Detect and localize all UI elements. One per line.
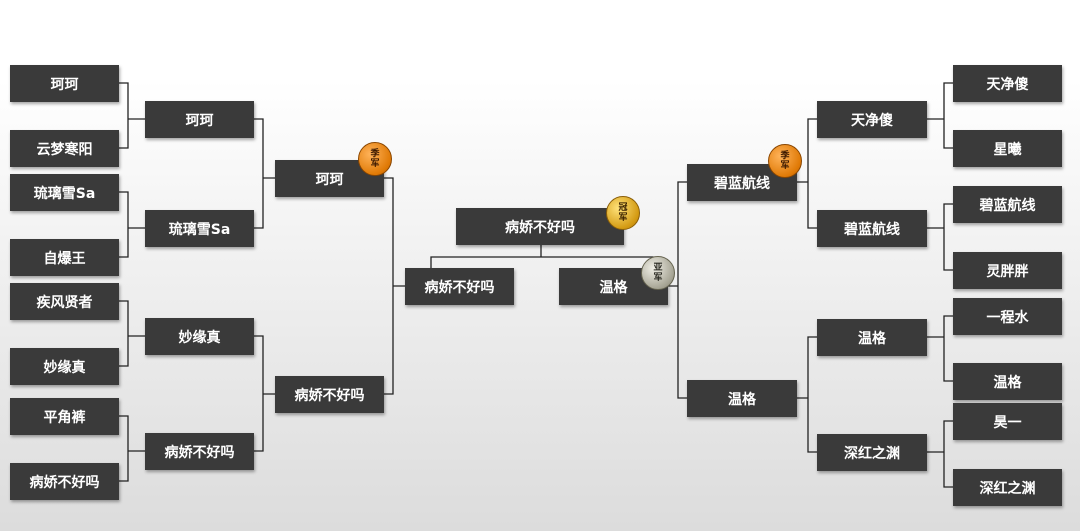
medal-text: 军 xyxy=(653,273,663,283)
bracket-connector xyxy=(927,420,953,488)
left-r1-player-5: 疾风贤者 xyxy=(10,283,119,320)
right-r3-player-1: 碧蓝航线 xyxy=(687,164,797,201)
bracket-connector xyxy=(119,82,145,149)
left-r1-player-6: 妙缘真 xyxy=(10,348,119,385)
right-r2-player-2: 碧蓝航线 xyxy=(817,210,927,247)
champion-box: 病娇不好吗 xyxy=(456,208,624,245)
left-r2-player-2: 琉璃雪Sa xyxy=(145,210,254,247)
left-semifinalist: 病娇不好吗 xyxy=(405,268,514,305)
third-place-medal-icon-left: 季 军 xyxy=(358,142,392,176)
medal-text: 季 xyxy=(370,149,380,159)
third-place-medal-icon-right: 季 军 xyxy=(768,144,802,178)
right-r1-player-4: 灵胖胖 xyxy=(953,252,1062,289)
left-r3-player-2: 病娇不好吗 xyxy=(275,376,384,413)
bracket-connector xyxy=(797,336,817,453)
bracket-connector xyxy=(119,415,145,482)
right-r1-player-5: 一程水 xyxy=(953,298,1062,335)
bracket-connector xyxy=(254,335,275,452)
left-r2-player-3: 妙缘真 xyxy=(145,318,254,355)
right-r1-player-1: 天净傻 xyxy=(953,65,1062,102)
runner-up-medal-icon: 亚 军 xyxy=(641,256,675,290)
right-r1-player-2: 星曦 xyxy=(953,130,1062,167)
left-r1-player-7: 平角裤 xyxy=(10,398,119,435)
bracket-connector xyxy=(668,181,687,399)
left-r1-player-2: 云梦寒阳 xyxy=(10,130,119,167)
left-r1-player-3: 琉璃雪Sa xyxy=(10,174,119,211)
left-r1-player-4: 自爆王 xyxy=(10,239,119,276)
right-r1-player-8: 深红之渊 xyxy=(953,469,1062,506)
right-r2-player-4: 深红之渊 xyxy=(817,434,927,471)
right-r2-player-3: 温格 xyxy=(817,319,927,356)
medal-text: 军 xyxy=(780,161,790,171)
left-r1-player-8: 病娇不好吗 xyxy=(10,463,119,500)
left-r2-player-1: 珂珂 xyxy=(145,101,254,138)
bracket-connector xyxy=(254,118,275,229)
medal-text: 亚 xyxy=(653,263,663,273)
left-r2-player-4: 病娇不好吗 xyxy=(145,433,254,470)
medal-text: 军 xyxy=(370,159,380,169)
medal-text: 军 xyxy=(618,213,628,223)
right-r2-player-1: 天净傻 xyxy=(817,101,927,138)
right-r1-player-7: 昊一 xyxy=(953,403,1062,440)
bracket-connector xyxy=(927,315,953,382)
bracket-connector xyxy=(384,177,405,395)
bracket-connector xyxy=(430,244,654,268)
right-r1-player-6: 温格 xyxy=(953,363,1062,400)
medal-text: 季 xyxy=(780,151,790,161)
bracket-connector xyxy=(119,300,145,367)
left-r1-player-1: 珂珂 xyxy=(10,65,119,102)
bracket-connector xyxy=(927,82,953,149)
bracket-connector xyxy=(797,118,817,229)
right-r3-player-2: 温格 xyxy=(687,380,797,417)
champion-medal-icon: 冠 军 xyxy=(606,196,640,230)
right-r1-player-3: 碧蓝航线 xyxy=(953,186,1062,223)
bracket-connector xyxy=(927,203,953,271)
bracket-connector xyxy=(119,191,145,258)
medal-text: 冠 xyxy=(618,203,628,213)
